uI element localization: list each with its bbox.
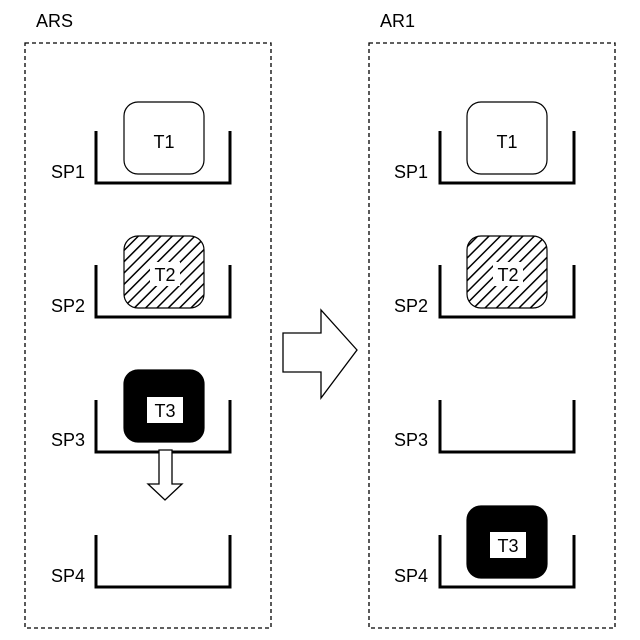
outline-arrow-down-icon [148,450,182,500]
slot-sp3: SP3 T3 [51,370,230,452]
slot-label: SP2 [394,296,428,316]
slot-label: SP3 [51,430,85,450]
slot-outline [96,535,230,587]
slot-sp4: SP4 [51,535,230,587]
tray-t3: T3 [467,506,547,578]
outline-arrow-right-icon [283,310,357,398]
slot-outline [440,400,574,452]
slot-sp3: SP3 [394,400,574,452]
tray-label: T3 [154,401,175,421]
slot-sp1: SP1 T1 [51,102,230,183]
panel-ars: ARS SP1 T1 SP2 T2 SP3 [25,11,271,628]
slot-label: SP3 [394,430,428,450]
slot-sp4: SP4 T3 [394,506,574,587]
tray-t1: T1 [124,102,204,174]
slot-sp2: SP2 T2 [394,236,574,317]
panel-ar1: AR1 SP1 T1 SP2 T2 SP3 [369,11,615,628]
panel-title: ARS [36,11,73,31]
tray-t1: T1 [467,102,547,174]
tray-t3: T3 [124,370,204,442]
tray-label: T2 [154,265,175,285]
tray-t2: T2 [467,236,547,308]
slot-sp1: SP1 T1 [394,102,574,183]
panel-title: AR1 [380,11,415,31]
slot-label: SP4 [394,566,428,586]
tray-label: T3 [497,536,518,556]
tray-label: T1 [153,132,174,152]
tray-label: T1 [496,132,517,152]
slot-label: SP1 [394,162,428,182]
tray-label: T2 [497,265,518,285]
slot-label: SP1 [51,162,85,182]
slot-sp2: SP2 T2 [51,236,230,317]
slot-label: SP4 [51,566,85,586]
tray-t2: T2 [124,236,204,308]
slot-label: SP2 [51,296,85,316]
